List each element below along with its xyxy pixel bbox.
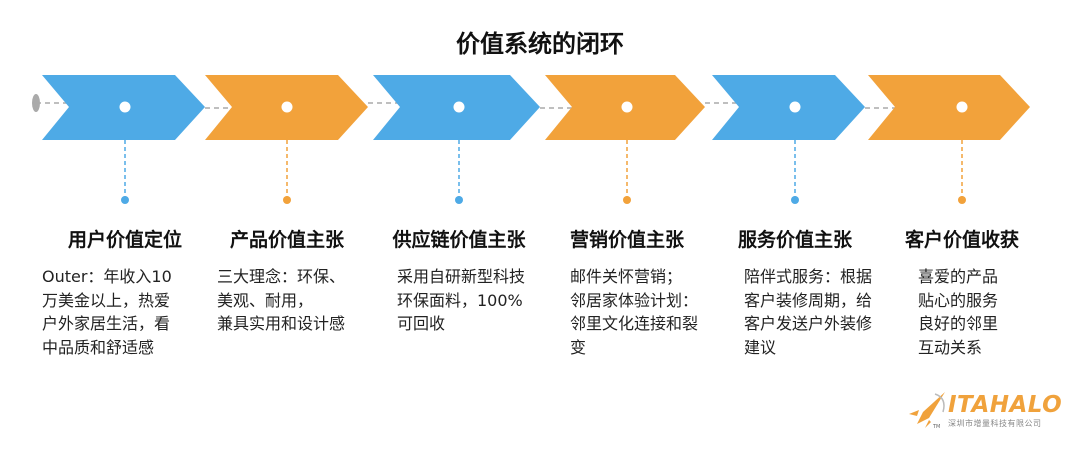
drop-dot-icon [121,196,129,204]
stage-heading: 客户价值收获 [904,229,1020,251]
stage-description: 喜爱的产品 贴心的服务 良好的邻里 互动关系 [918,267,999,357]
logo-tm: TM [932,424,940,430]
chevron-dot-icon [119,101,131,113]
stage-heading: 供应链价值主张 [392,229,526,251]
diagram-title: 价值系统的闭环 [456,30,624,58]
stage-heading: 服务价值主张 [737,229,853,251]
stage-heading: 营销价值主张 [569,229,685,251]
drop-dot-icon [283,196,291,204]
chevron-dot-icon [453,101,465,113]
chevron-stage-5 [712,75,865,140]
stage-heading: 产品价值主张 [229,229,345,251]
chevron-flow [32,75,1030,204]
logo-name: ITAHALO [948,392,1063,418]
stage-heading: 用户价值定位 [67,229,183,251]
stage-description: 邮件关怀营销； 邻居家体验计划： 邻里文化连接和裂 变 [570,267,699,357]
drop-dot-icon [958,196,966,204]
logo-subtitle: 深圳市增量科技有限公司 [948,419,1042,428]
drop-dot-icon [623,196,631,204]
rocket-logo-icon: TM [909,392,945,430]
chevron-stage-6 [868,75,1030,140]
stage-description: 陪伴式服务：根据 客户装修周期，给 客户发送户外装修 建议 [744,267,873,357]
drop-dot-icon [455,196,463,204]
stage-description: 采用自研新型科技 环保面料，100% 可回收 [397,267,526,333]
chevron-dot-icon [956,101,968,113]
drop-dot-icon [791,196,799,204]
chevron-dot-icon [281,101,293,113]
chevron-dot-icon [621,101,633,113]
stage-description: Outer：年收入10 万美金以上，热爱 户外家居生活，看 中品质和舒适感 [42,267,172,357]
stage-description: 三大理念：环保、 美观、耐用， 兼具实用和设计感 [217,267,346,333]
chevron-dot-icon [789,101,801,113]
